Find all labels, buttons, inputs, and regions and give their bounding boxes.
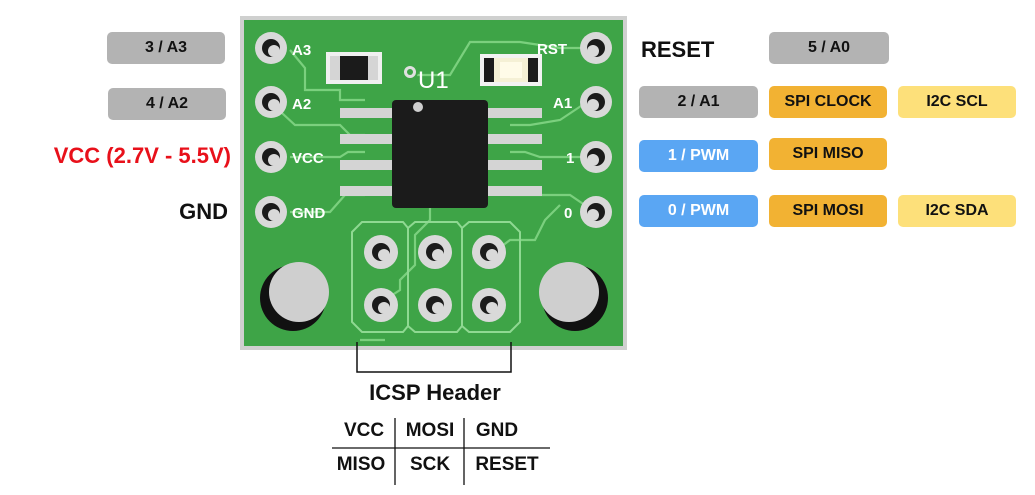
label-a2: 4 / A2: [108, 88, 226, 120]
mounting-holes: [260, 262, 608, 331]
icsp-table-grid: [332, 418, 550, 485]
left-pads: [255, 32, 287, 228]
icsp-cell-vcc: VCC: [343, 420, 385, 441]
chip-body: [392, 100, 488, 208]
icsp-cell-sck: SCK: [409, 454, 451, 475]
via-hole: [407, 69, 413, 75]
silk-a3: A3: [292, 42, 311, 59]
silk-one: 1: [566, 150, 574, 167]
silk-a1: A1: [553, 95, 572, 112]
silk-vcc: VCC: [292, 150, 324, 167]
icsp-cell-mosi: MOSI: [405, 420, 455, 441]
icsp-title: ICSP Header: [369, 380, 501, 405]
label-vcc: VCC (2.7V - 5.5V): [53, 143, 231, 168]
smd-resistor-left: [326, 52, 382, 84]
silk-u1: U1: [418, 67, 449, 94]
label-pwm1: 1 / PWM: [639, 140, 758, 172]
silk-rst: RST: [537, 41, 567, 58]
chip-pin1-dot: [413, 102, 423, 112]
icsp-cell-miso: MISO: [336, 454, 386, 475]
label-i2c-sda: I2C SDA: [898, 195, 1016, 227]
icsp-cell-gnd: GND: [475, 420, 519, 441]
smd-led-right: [480, 54, 542, 86]
label-gnd: GND: [179, 199, 228, 224]
chip-legs: [340, 108, 542, 196]
label-spi-mosi: SPI MOSI: [769, 195, 887, 227]
silk-a2: A2: [292, 96, 311, 113]
label-spi-miso: SPI MISO: [769, 138, 887, 170]
label-i2c-scl: I2C SCL: [898, 86, 1016, 118]
label-a3: 3 / A3: [107, 32, 225, 64]
icsp-bracket: [356, 342, 512, 373]
label-a1: 2 / A1: [639, 86, 758, 118]
silk-zero: 0: [564, 205, 572, 222]
label-a0: 5 / A0: [769, 32, 889, 64]
icsp-outline: [351, 221, 521, 333]
icsp-cell-reset: RESET: [475, 454, 539, 475]
right-pads: [580, 32, 612, 228]
label-reset: RESET: [641, 37, 715, 62]
label-pwm0: 0 / PWM: [639, 195, 758, 227]
icsp-pads: [364, 235, 506, 322]
silk-gnd: GND: [292, 205, 326, 222]
label-spi-clock: SPI CLOCK: [769, 86, 887, 118]
